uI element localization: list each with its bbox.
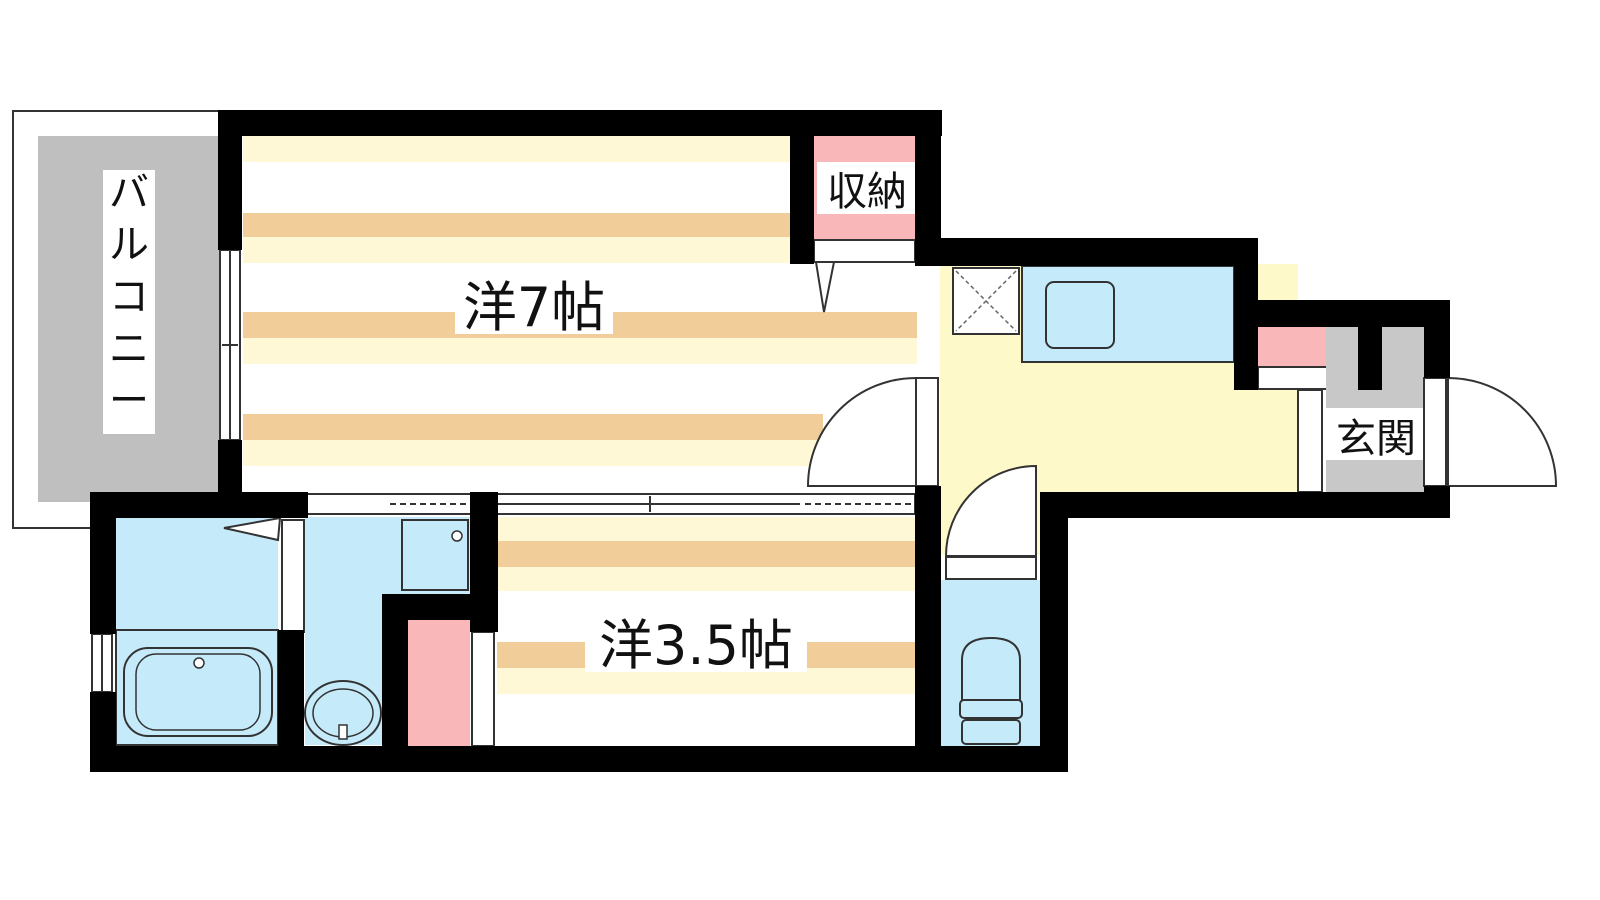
balcony-label-char: ル [109,222,149,268]
bathroom [115,516,282,746]
bath-door-swing [223,516,282,542]
wall [218,110,242,250]
floor-stripe-light [243,440,823,466]
floor-stripe-light [243,136,793,162]
balcony-label-bg [103,170,155,434]
floor-stripe-light [497,567,915,591]
room-small-label-bg [585,614,807,672]
toilet-bowl [961,636,1021,713]
wall [294,492,306,518]
closet-label-bg [817,162,917,214]
windows-and-slides [91,249,916,693]
wall [1040,492,1450,518]
floor-stripe [243,414,823,440]
toilet-seat [959,699,1023,719]
wall [218,110,942,136]
room-door-swing [806,376,917,487]
floor-stripe-light [243,338,917,364]
balcony-label-char: ニ [109,326,149,372]
storage-closet [813,136,917,313]
bathtub-drain [193,657,205,669]
entrance-label-bg [1326,408,1424,460]
toilet-door-swing [944,464,1037,557]
washbasin-tap [338,724,348,740]
wall [1040,492,1068,772]
room-large-label-bg [455,276,613,334]
wall [915,110,941,240]
wall [1358,300,1382,390]
balcony-label-char: コ [109,274,149,320]
room-small-label: 洋3.5帖 [599,614,793,677]
wall [470,492,498,632]
partition-slide [304,493,472,515]
room-small-door-bar [471,631,495,747]
wall [218,440,242,492]
floor-stripe-light [497,668,915,694]
entrance-step [1297,389,1323,493]
balcony-label-char: バ [109,170,149,216]
entrance-label: 玄関 [1336,416,1416,462]
wall [278,630,304,760]
floor-stripe-light [243,237,793,263]
floor-stripe [243,213,793,237]
wall [915,496,941,772]
wall [1234,300,1450,327]
wall [90,492,116,634]
floor-stripe-light [497,517,915,541]
toilet-tank [961,719,1021,745]
balcony [12,110,236,529]
doors [806,376,1558,557]
wall [1424,300,1450,378]
washroom-door-bar [281,519,305,633]
small-closet [408,620,470,746]
balcony-label: バルコニー [109,170,149,424]
wall [90,746,1068,772]
closet-door-swing [814,261,836,313]
wall [90,492,308,518]
toilet-door-bar [945,556,1037,580]
walls [90,110,1450,772]
toilet-room [940,556,1040,746]
wall [915,486,941,496]
room-large-label: 洋7帖 [463,276,605,339]
kitchen-sink [1045,281,1115,349]
front-door-leaf [1423,377,1447,487]
washer-drain [451,530,463,542]
storage-label: 収納 [827,169,907,215]
fridge-cross [955,270,1017,332]
wall [790,136,814,264]
wall [915,238,1257,266]
front-door-swing [1447,376,1558,487]
bathtub-basin [135,653,261,731]
floor-stripe [497,541,915,567]
room-door-leaf [915,377,939,487]
wall [382,594,408,760]
balcony-label-char: ー [109,378,149,424]
closet-shelf [813,239,916,263]
